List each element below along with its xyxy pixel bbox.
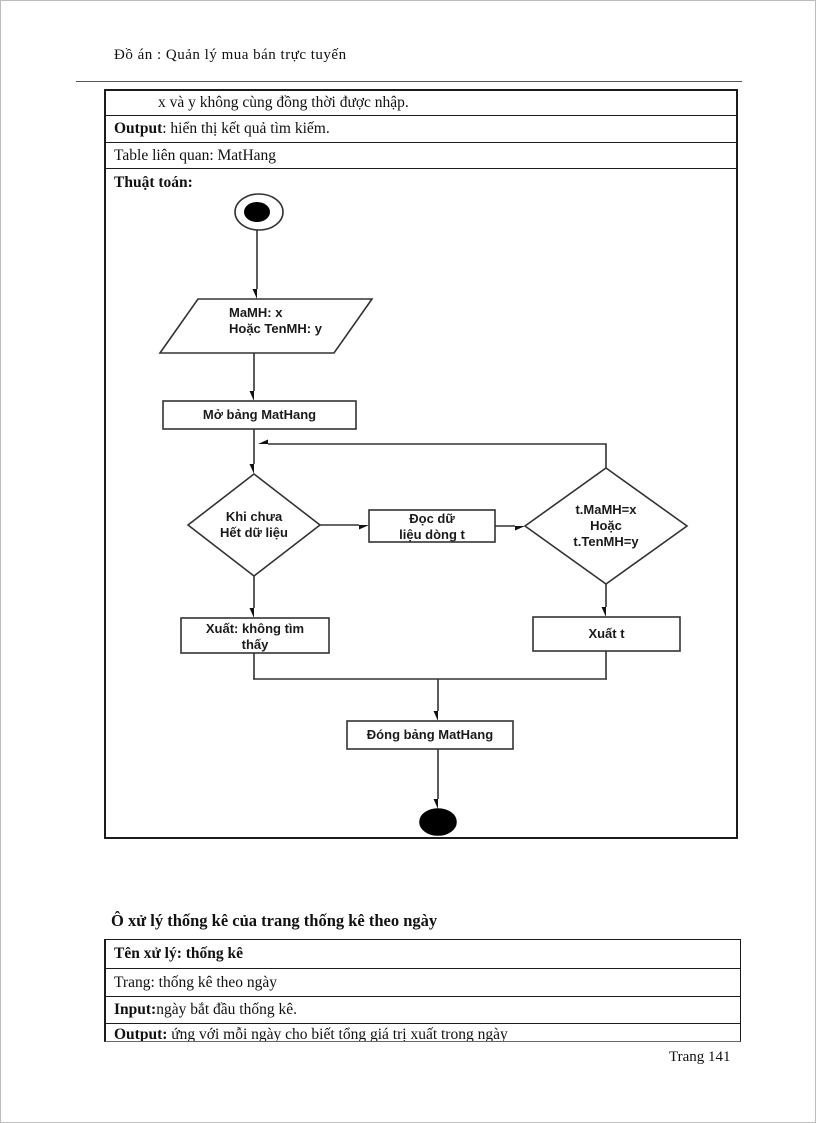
spec-output-row: Output : hiển thị kết quả tìm kiếm. [106,116,736,143]
stats-output-label: Output: [114,1026,168,1042]
page-number: Trang 141 [669,1049,731,1065]
stats-input-text: ngày bắt đầu thống kê. [156,1001,297,1018]
spec-related-table-text: Table liên quan: MatHang [114,146,277,164]
spec-note-text: x và y không cùng đồng thời được nhập. [158,94,409,111]
spec-related-table-row: Table liên quan: MatHang [106,143,736,169]
match-condition-label: t.MaMH=x Hoặc t.TenMH=y [573,502,639,549]
stats-input-label: Input: [114,1001,157,1018]
spec-algorithm-row: Thuật toán: [106,169,736,197]
spec-table: x và y không cùng đồng thời được nhập. O… [104,89,738,839]
spec-output-label: Output [114,120,163,137]
stats-page-row: Trang: thống kê theo ngày [106,969,740,997]
spec-note-row: x và y không cùng đồng thời được nhập. [106,91,736,116]
stats-table: Tên xử lý: thống kê Trang: thống kê theo… [104,939,741,1042]
not-found-label: Xuất: không tìm thấy [205,621,305,652]
close-table-label: Đóng bảng MatHang [366,727,494,742]
stats-output-text: ứng với mỗi ngày cho biết tổng giá trị x… [167,1026,508,1042]
open-table-label: Mở bảng MatHang [202,407,317,422]
stats-output-row: Output: ứng với mỗi ngày cho biết tổng g… [106,1024,740,1042]
stats-input-row: Input: ngày bắt đầu thống kê. [106,997,740,1024]
stats-name-row: Tên xử lý: thống kê [106,940,740,969]
found-label: Xuất t [588,626,625,641]
spec-algorithm-label: Thuật toán: [114,174,193,191]
loop-condition-label: Khi chưa Hết dữ liệu [220,509,288,540]
document-header-title: Đồ án : Quản lý mua bán trực tuyến [114,47,347,63]
spec-output-text: : hiển thị kết quả tìm kiếm. [162,120,330,137]
stats-name-text: Tên xử lý: thống kê [114,945,244,962]
input-node-label: MaMH: x Hoặc TenMH: y [229,305,322,336]
read-row-label: Đọc dữ liệu dòng t [399,511,465,542]
stats-heading: Ô xử lý thống kê của trang thống kê theo… [111,911,438,930]
header-divider [76,81,742,82]
stats-page-text: Trang: thống kê theo ngày [114,973,278,991]
